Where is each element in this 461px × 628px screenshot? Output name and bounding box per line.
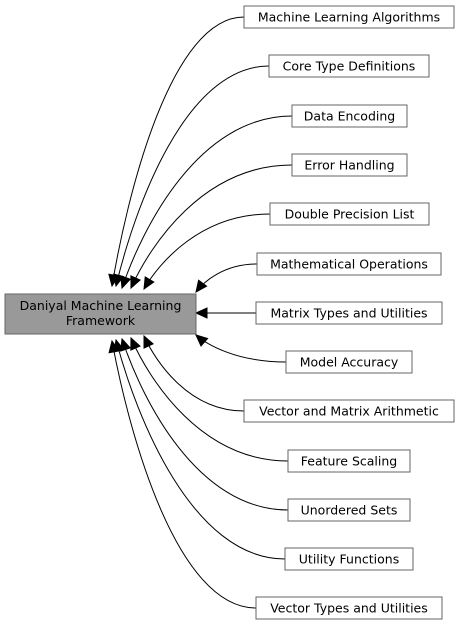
arrowhead-error-handling bbox=[130, 275, 142, 290]
edge-core-type-definitions bbox=[115, 65, 270, 287]
module-node-label: Mathematical Operations bbox=[270, 257, 428, 272]
module-node-label: Vector and Matrix Arithmetic bbox=[259, 404, 439, 419]
module-node-label: Utility Functions bbox=[299, 552, 399, 567]
module-node-label: Core Type Definitions bbox=[283, 59, 416, 74]
edge-data-encoding bbox=[121, 115, 293, 289]
module-node-box bbox=[255, 596, 443, 620]
module-node-unordered-sets[interactable]: Unordered Sets bbox=[287, 498, 411, 522]
module-node-label: Matrix Types and Utilities bbox=[270, 306, 427, 321]
arrowhead-feature-scaling bbox=[130, 336, 141, 351]
root-node-label-line2: Framework bbox=[66, 313, 136, 328]
module-node-label: Model Accuracy bbox=[300, 355, 399, 370]
module-node-label: Vector Types and Utilities bbox=[270, 601, 428, 616]
module-node-vector-and-matrix-arithmetic[interactable]: Vector and Matrix Arithmetic bbox=[243, 399, 455, 423]
node-layer: Daniyal Machine Learning Framework Machi… bbox=[4, 5, 455, 620]
module-node-label: Double Precision List bbox=[285, 207, 415, 222]
edge-utility-functions bbox=[115, 339, 286, 560]
module-node-double-precision-list[interactable]: Double Precision List bbox=[269, 202, 430, 226]
edge-vector-and-matrix-arithmetic bbox=[143, 335, 245, 412]
module-node-box bbox=[243, 399, 455, 423]
edge-mathematical-operations bbox=[195, 263, 258, 293]
module-node-box bbox=[287, 449, 411, 473]
module-node-box bbox=[291, 104, 408, 128]
root-node-box bbox=[4, 293, 197, 335]
root-node-label-line1: Daniyal Machine Learning bbox=[20, 298, 182, 313]
edge-double-precision-list bbox=[143, 213, 271, 290]
module-node-box bbox=[256, 252, 442, 276]
edge-error-handling bbox=[130, 164, 293, 289]
edge-vector-types-and-utilities bbox=[111, 340, 257, 609]
module-node-box bbox=[287, 498, 411, 522]
edge-layer bbox=[108, 16, 293, 609]
arrowhead-mathematical-operations bbox=[195, 279, 208, 293]
module-node-label: Feature Scaling bbox=[301, 454, 397, 469]
root-node[interactable]: Daniyal Machine Learning Framework bbox=[4, 293, 197, 335]
module-node-model-accuracy[interactable]: Model Accuracy bbox=[285, 350, 413, 374]
module-node-error-handling[interactable]: Error Handling bbox=[291, 153, 408, 177]
module-node-feature-scaling[interactable]: Feature Scaling bbox=[287, 449, 411, 473]
module-node-vector-types-and-utilities[interactable]: Vector Types and Utilities bbox=[255, 596, 443, 620]
module-node-label: Machine Learning Algorithms bbox=[258, 10, 440, 25]
arrowhead-model-accuracy bbox=[195, 334, 209, 347]
edge-feature-scaling bbox=[130, 337, 289, 462]
arrowhead-vector-and-matrix-arithmetic bbox=[143, 334, 155, 349]
arrowhead-double-precision-list bbox=[143, 276, 155, 291]
module-node-box bbox=[243, 5, 455, 29]
module-node-label: Error Handling bbox=[304, 158, 394, 173]
module-node-box bbox=[268, 54, 430, 78]
module-node-utility-functions[interactable]: Utility Functions bbox=[284, 547, 414, 571]
module-node-box bbox=[269, 202, 430, 226]
module-node-box bbox=[255, 301, 443, 325]
arrowhead-data-encoding bbox=[120, 275, 132, 290]
module-node-matrix-types-and-utilities[interactable]: Matrix Types and Utilities bbox=[255, 301, 443, 325]
edge-machine-learning-algorithms bbox=[111, 16, 245, 287]
module-node-label: Data Encoding bbox=[304, 109, 395, 124]
module-node-box bbox=[291, 153, 408, 177]
edge-model-accuracy bbox=[195, 334, 287, 363]
module-node-box bbox=[285, 350, 413, 374]
module-node-data-encoding[interactable]: Data Encoding bbox=[291, 104, 408, 128]
module-node-label: Unordered Sets bbox=[301, 503, 398, 518]
module-node-core-type-definitions[interactable]: Core Type Definitions bbox=[268, 54, 430, 78]
module-node-box bbox=[284, 547, 414, 571]
edge-unordered-sets bbox=[121, 338, 289, 511]
arrowhead-vector-types-and-utilities bbox=[108, 339, 120, 354]
module-node-machine-learning-algorithms[interactable]: Machine Learning Algorithms bbox=[243, 5, 455, 29]
module-node-mathematical-operations[interactable]: Mathematical Operations bbox=[256, 252, 442, 276]
arrowhead-matrix-types-and-utilities bbox=[194, 307, 208, 319]
